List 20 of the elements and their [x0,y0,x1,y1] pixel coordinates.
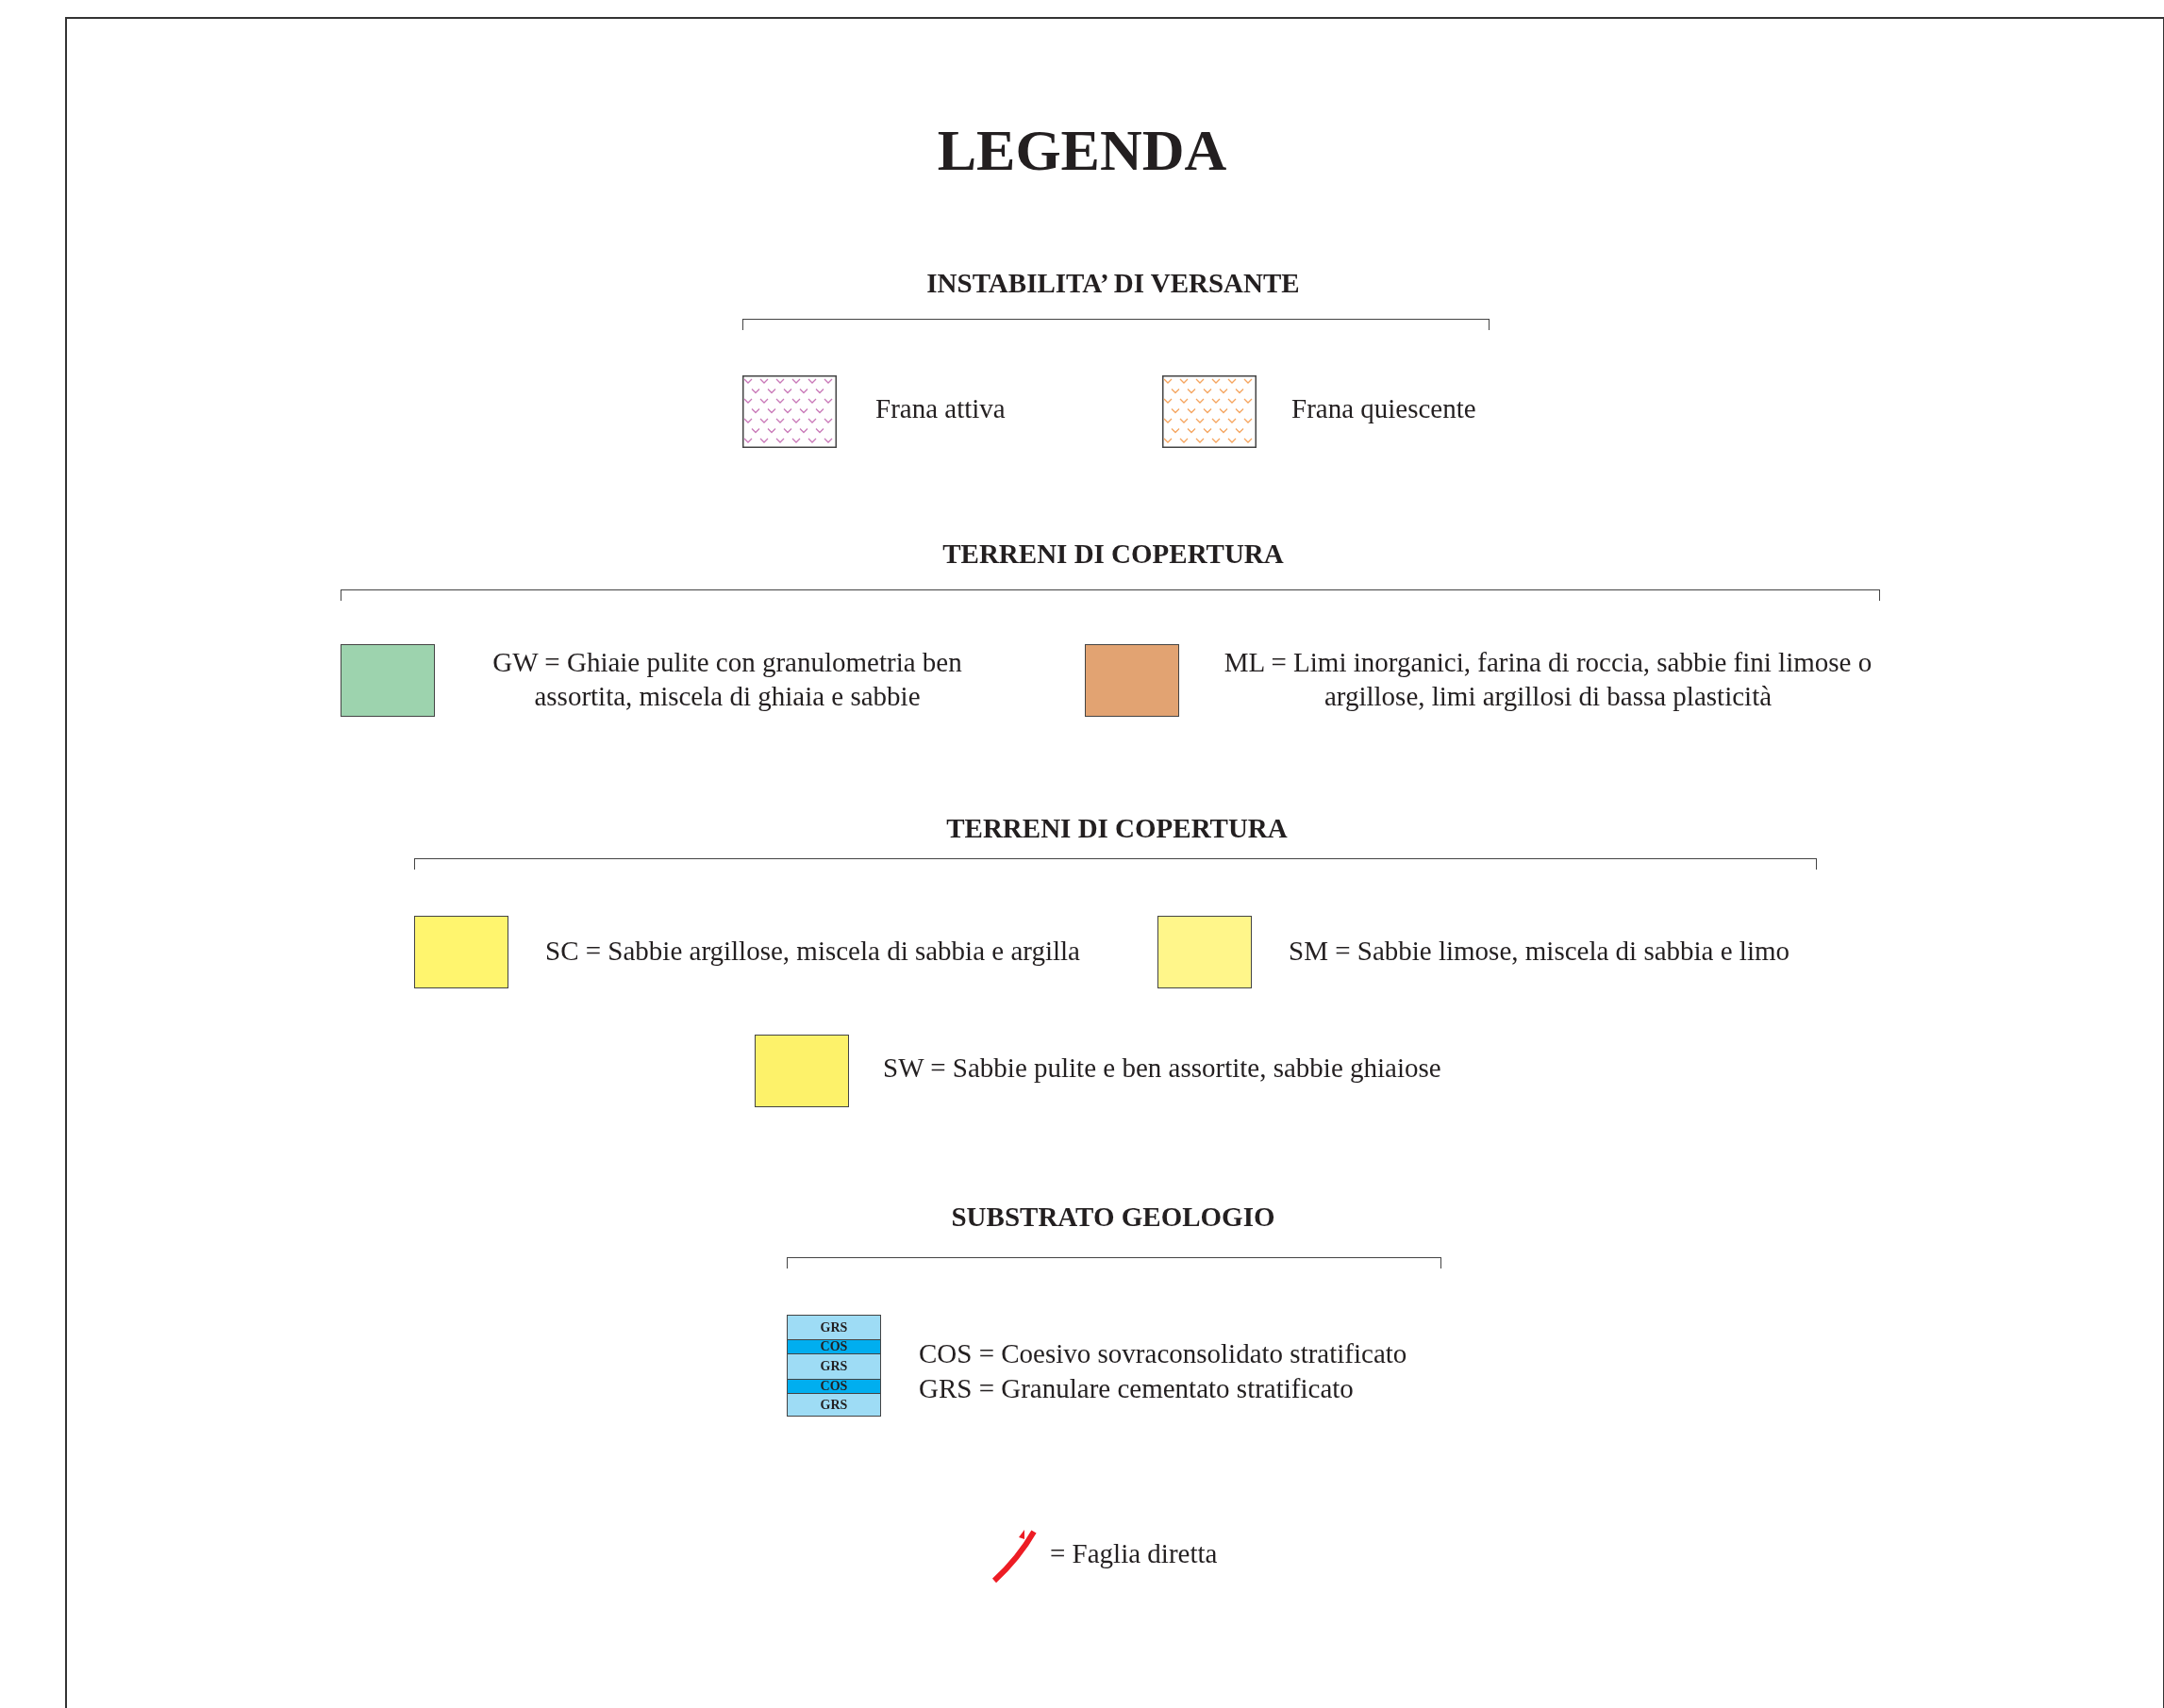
stratum-layer: COS [788,1379,880,1393]
title: LEGENDA [936,121,1228,179]
legend-text: Frana attiva [875,392,1006,425]
legend-text: SM = Sabbie limose, miscela di sabbia e limo [1289,935,1790,968]
section-heading: TERRENI DI COPERTURA [942,539,1284,570]
section-heading: SUBSTRATO GEOLOGIO [951,1202,1275,1233]
section-heading: TERRENI DI COPERTURA [946,813,1288,844]
stratum-layer: COS [788,1339,880,1353]
legend-text: SC = Sabbie argillose, miscela di sabbia e argilla [545,935,1080,968]
legend-text: GRS = Granulare cementato stratificato [919,1372,1354,1405]
legend-text: SW = Sabbie pulite e ben assortite, sabbie ghiaiose [883,1052,1441,1085]
stratum-layer: GRS [788,1353,880,1379]
legend-text: ML = Limi inorganici, farina di roccia, sabbie fini limose o argillose, limi argillosi di bassa plasticità [1223,646,1873,713]
legend-text: Frana quiescente [1291,392,1476,425]
stratum-layer: GRS [788,1316,880,1339]
legend-text: COS = Coesivo sovraconsolidato stratificato [919,1337,1407,1370]
section-heading: INSTABILITA’ DI VERSANTE [926,268,1300,299]
legend-text: = Faglia diretta [1050,1537,1218,1570]
stratum-layer: GRS [788,1393,880,1416]
legend-text: GW = Ghiaie pulite con granulometria ben assortita, miscela di ghiaia e sabbie [491,646,963,713]
